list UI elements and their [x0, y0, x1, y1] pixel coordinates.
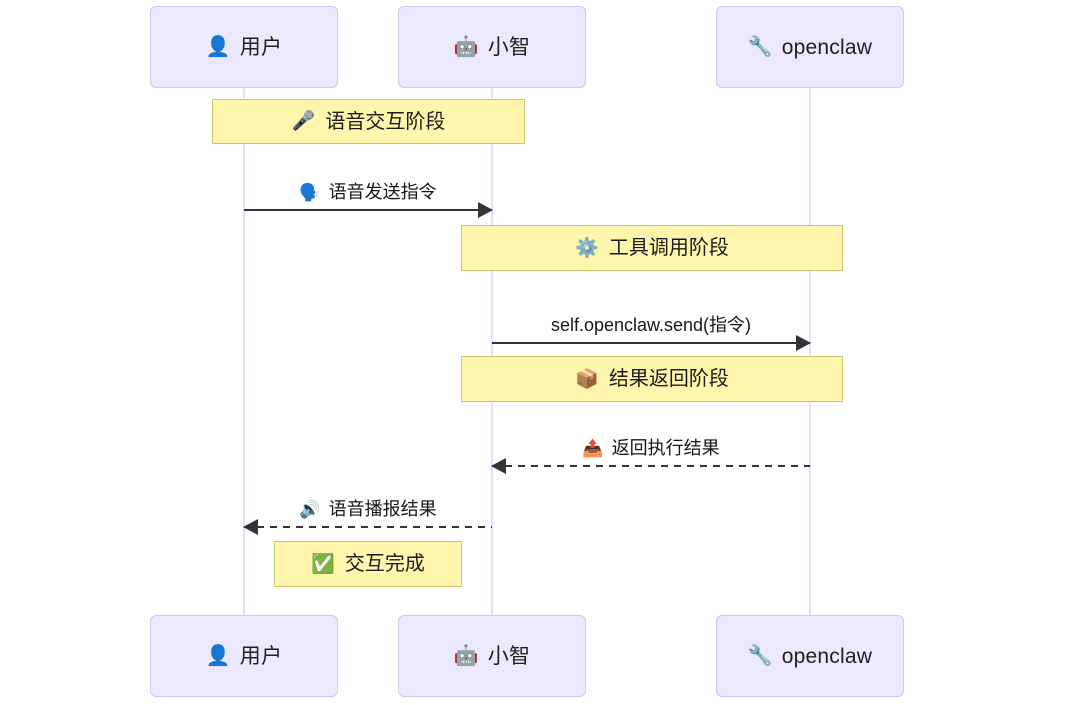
note-voice-interaction-phase: 🎤 语音交互阶段 [212, 99, 525, 144]
message-return-execution-result: 📤 返回执行结果 [491, 421, 810, 474]
note-label-result-phase: 结果返回阶段 [608, 368, 729, 390]
participant-label-xiaozhi: 小智 [487, 35, 531, 59]
robot-icon: 🤖 [453, 36, 479, 58]
note-tool-invocation-phase: ⚙️ 工具调用阶段 [461, 225, 843, 271]
wrench-icon: 🔧 [747, 36, 773, 58]
note-label-tool-phase: 工具调用阶段 [608, 237, 729, 259]
note-label-interaction-complete: 交互完成 [344, 553, 425, 575]
message-openclaw-send: self.openclaw.send(指令) [492, 296, 811, 351]
note-result-return-phase: 📦 结果返回阶段 [461, 356, 843, 402]
user-icon: 👤 [205, 645, 231, 667]
check-mark-icon: ✅ [311, 553, 335, 575]
arrow-head-icon [796, 335, 811, 351]
note-interaction-complete: ✅ 交互完成 [274, 541, 462, 587]
message-arrow-line-return-execution-result [491, 458, 810, 474]
message-text-openclaw-send: self.openclaw.send(指令) [550, 315, 752, 335]
participant-box-user-top[interactable]: 👤 用户 [150, 6, 338, 88]
message-label-voice-broadcast-result: 🔊 语音播报结果 [244, 500, 492, 518]
lifeline-openclaw [809, 88, 811, 618]
message-label-voice-send-command: 🗣️ 语音发送指令 [244, 183, 492, 201]
message-voice-broadcast-result: 🔊 语音播报结果 [243, 482, 492, 535]
gear-icon: ⚙️ [575, 237, 599, 259]
arrow-head-icon [243, 519, 258, 535]
note-label-voice-phase: 语音交互阶段 [325, 110, 446, 133]
user-icon: 👤 [205, 36, 231, 58]
message-arrow-line-voice-send-command [244, 202, 493, 218]
participant-box-xiaozhi-top[interactable]: 🤖 小智 [398, 6, 586, 88]
participant-label-user: 用户 [239, 35, 283, 59]
message-label-openclaw-send: self.openclaw.send(指令) [492, 316, 810, 334]
microphone-icon: 🎤 [291, 111, 316, 132]
speaker-icon: 🔊 [299, 499, 321, 519]
participant-label-xiaozhi: 小智 [487, 644, 531, 668]
arrow-head-icon [478, 202, 493, 218]
participant-box-user-bottom[interactable]: 👤 用户 [150, 615, 338, 697]
robot-icon: 🤖 [453, 645, 479, 667]
package-icon: 📦 [575, 368, 599, 390]
participant-box-xiaozhi-bottom[interactable]: 🤖 小智 [398, 615, 586, 697]
participant-box-openclaw-top[interactable]: 🔧 openclaw [716, 6, 904, 88]
lifeline-user [243, 88, 245, 618]
participant-box-openclaw-bottom[interactable]: 🔧 openclaw [716, 615, 904, 697]
message-arrow-line-voice-broadcast-result [243, 519, 492, 535]
arrow-head-icon [491, 458, 506, 474]
message-text-voice-send-command: 语音发送指令 [328, 182, 437, 202]
outbox-tray-icon: 📤 [582, 438, 604, 458]
message-voice-send-command: 🗣️ 语音发送指令 [244, 163, 493, 218]
participant-label-user: 用户 [239, 644, 283, 668]
message-text-return-execution-result: 返回执行结果 [611, 438, 720, 458]
message-label-return-execution-result: 📤 返回执行结果 [492, 439, 810, 457]
speaking-head-icon: 🗣️ [299, 182, 321, 202]
participant-label-openclaw: openclaw [781, 35, 873, 59]
participant-label-openclaw: openclaw [781, 644, 873, 668]
message-arrow-line-openclaw-send [492, 335, 811, 351]
lifeline-xiaozhi [491, 88, 493, 618]
message-text-voice-broadcast-result: 语音播报结果 [328, 499, 437, 519]
wrench-icon: 🔧 [747, 645, 773, 667]
